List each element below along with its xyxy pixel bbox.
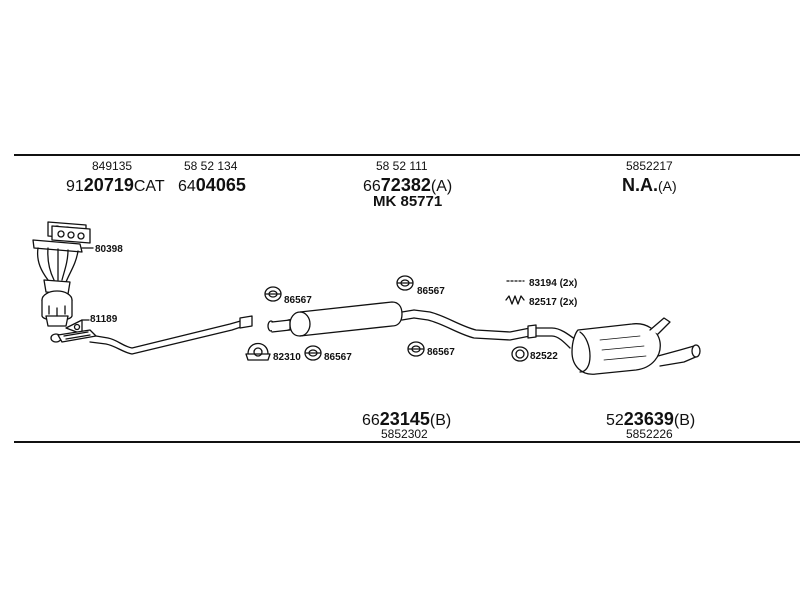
part-small-1: 849135 (92, 159, 133, 173)
label-86567-c: 86567 (417, 286, 445, 297)
part-small-5: 5852302 (381, 427, 428, 441)
label-86567-b: 86567 (324, 352, 352, 363)
middle-silencer-icon (287, 301, 415, 337)
front-pipe-icon (50, 315, 253, 355)
label-83194: 83194 (2x) (529, 278, 578, 289)
intermediate-pipe-icon (413, 309, 537, 341)
label-86567-d: 86567 (427, 347, 455, 358)
part-small-3: 58 52 111 (376, 159, 428, 173)
part-number-2: 6404065 (178, 175, 246, 195)
clamp-82310-icon (245, 342, 271, 361)
label-81189: 81189 (90, 314, 118, 325)
clamp-86567-b-icon (304, 345, 322, 361)
mk-number: MK 85771 (373, 193, 443, 210)
triangle-gasket-icon (65, 319, 83, 335)
clamp-86567-a-icon (264, 286, 282, 302)
manifold-gasket-icon (47, 221, 91, 244)
part-small-2: 58 52 134 (184, 159, 238, 173)
part-number-5: 6623145(B) (362, 409, 452, 429)
rear-silencer-icon (535, 317, 701, 375)
part-small-6: 5852226 (626, 427, 673, 441)
spring-82517-icon (505, 295, 525, 305)
clamp-86567-c-icon (396, 275, 414, 291)
label-82517: 82517 (2x) (529, 297, 578, 308)
pipe-joint-icon (267, 319, 291, 333)
label-82522: 82522 (530, 351, 558, 362)
label-80398: 80398 (95, 244, 123, 255)
part-number-3: 6672382(A) (363, 175, 453, 195)
label-82310: 82310 (273, 352, 301, 363)
part-small-4: 5852217 (626, 159, 673, 173)
clamp-86567-d-icon (407, 341, 425, 357)
bottom-rule (14, 441, 800, 443)
label-86567-a: 86567 (284, 295, 312, 306)
part-number-6: 5223639(B) (606, 409, 696, 429)
part-number-4: N.A.(A) (622, 175, 677, 195)
exhaust-manifold-icon (32, 239, 83, 327)
ring-gasket-82522-icon (511, 346, 529, 362)
top-rule (14, 154, 800, 156)
part-number-1: 9120719CAT (66, 175, 165, 195)
